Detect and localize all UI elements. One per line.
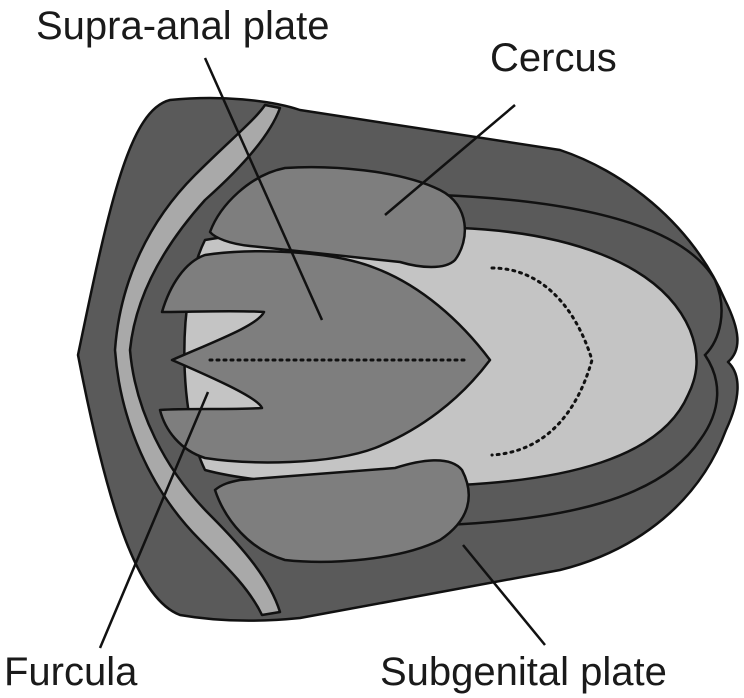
label-furcula: Furcula xyxy=(4,652,137,692)
label-subgenital-plate: Subgenital plate xyxy=(380,652,667,692)
label-cercus: Cercus xyxy=(490,38,617,78)
label-supra-anal-plate: Supra-anal plate xyxy=(36,6,330,46)
